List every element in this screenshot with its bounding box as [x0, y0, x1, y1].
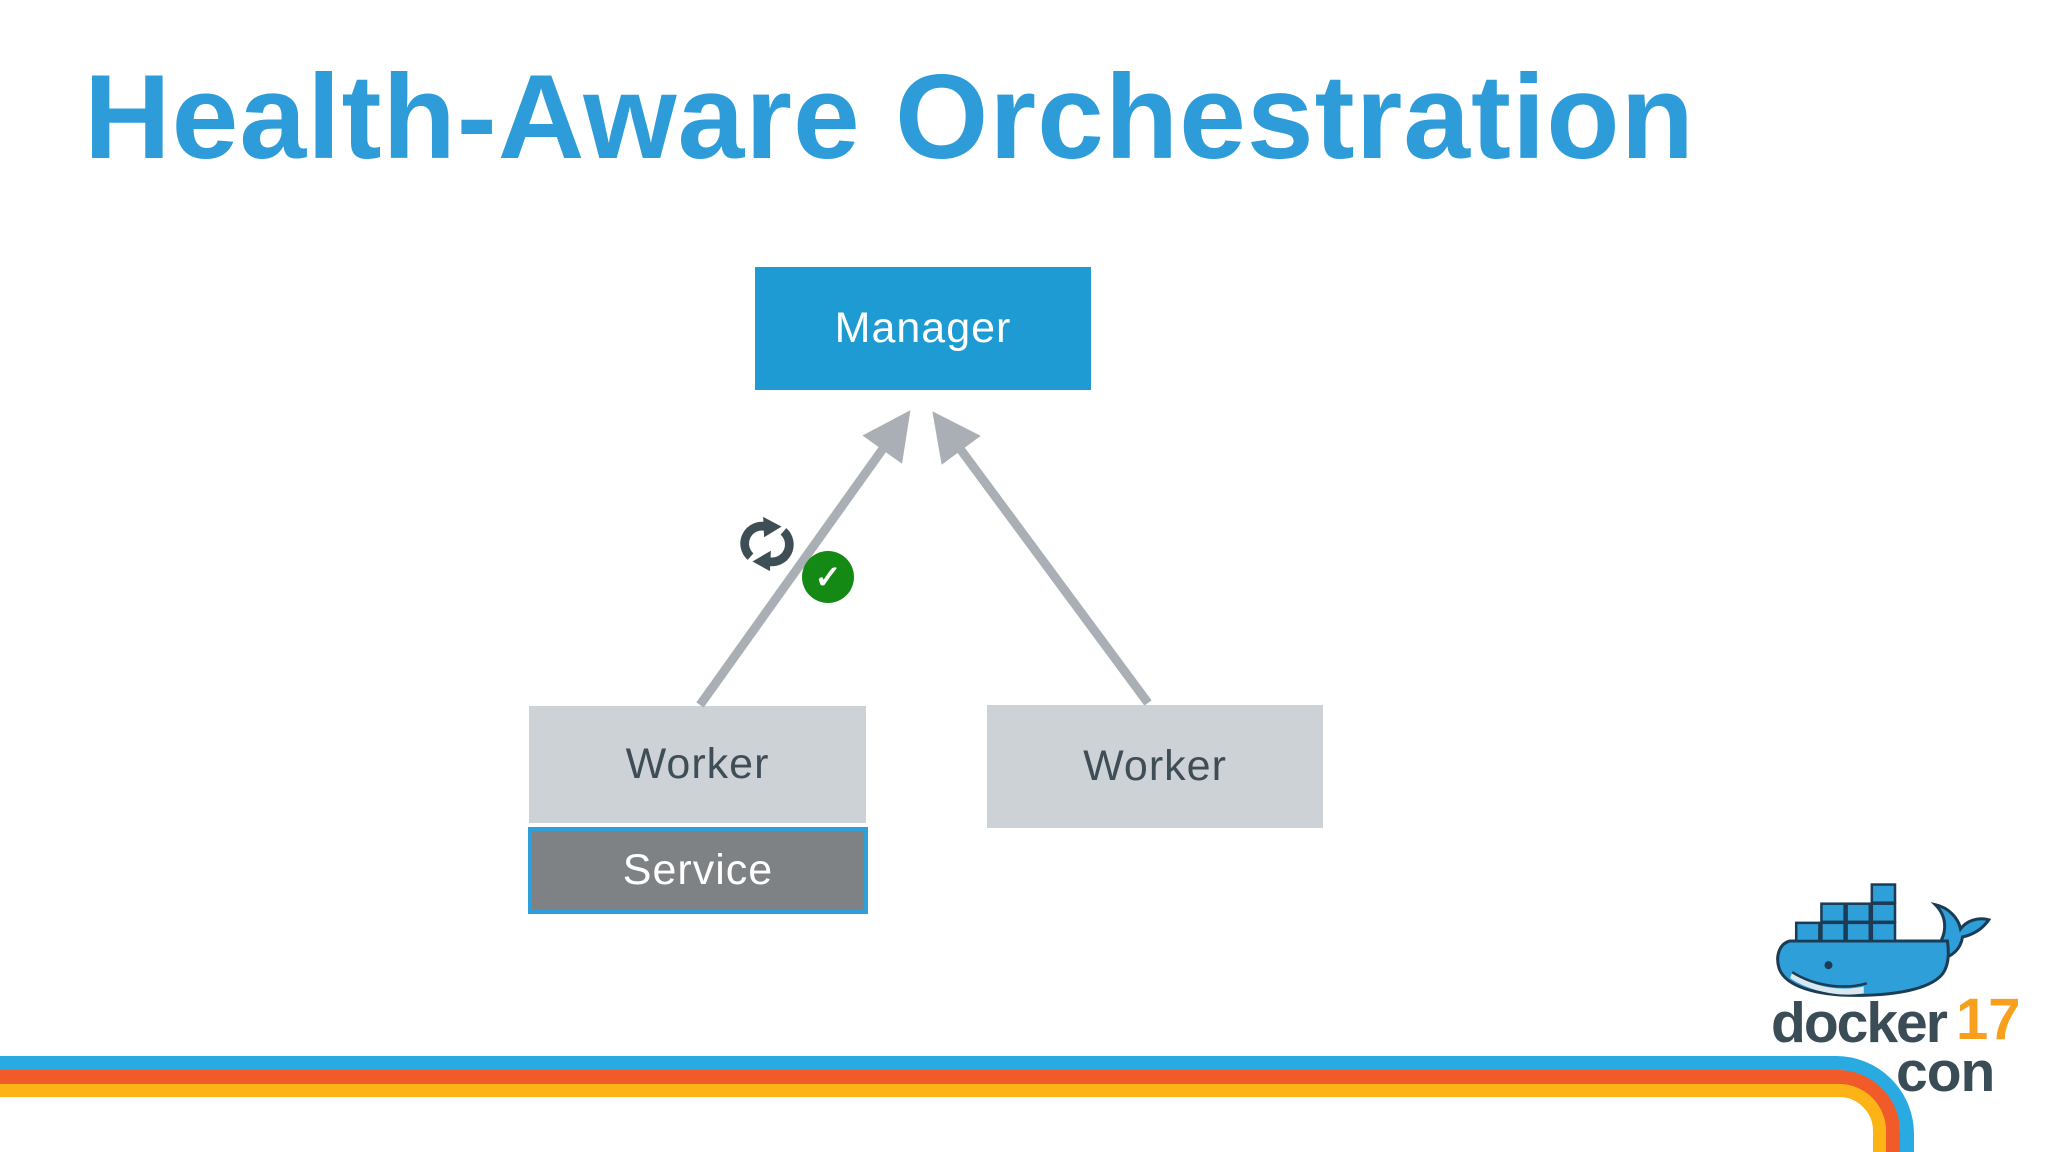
worker-left-label: Worker	[625, 740, 770, 788]
docker-whale-icon	[1776, 883, 1992, 997]
slide-title: Health-Aware Orchestration	[84, 50, 1695, 184]
refresh-icon	[736, 512, 798, 576]
logo-year-text: 17	[1956, 987, 2021, 1052]
logo-docker-text: docker	[1771, 991, 1948, 1055]
worker-right-label: Worker	[1083, 742, 1227, 790]
manager-node: Manager	[755, 267, 1091, 390]
worker-left-node: Worker	[529, 706, 866, 823]
border-stripe-blue	[0, 1056, 1914, 1152]
dockercon-logo: docker 17 con	[1768, 876, 2024, 1104]
manager-label: Manager	[834, 304, 1012, 352]
border-stripe-orange	[0, 1070, 1900, 1152]
service-label: Service	[622, 846, 774, 894]
service-node: Service	[528, 827, 868, 914]
arrow-worker-left-to-manager	[696, 410, 911, 708]
arrow-worker-right-to-manager	[932, 411, 1152, 706]
worker-right-node: Worker	[987, 705, 1323, 828]
check-glyph: ✓	[814, 559, 842, 595]
check-icon: ✓	[802, 551, 854, 603]
logo-con-text: con	[1896, 1040, 1995, 1104]
